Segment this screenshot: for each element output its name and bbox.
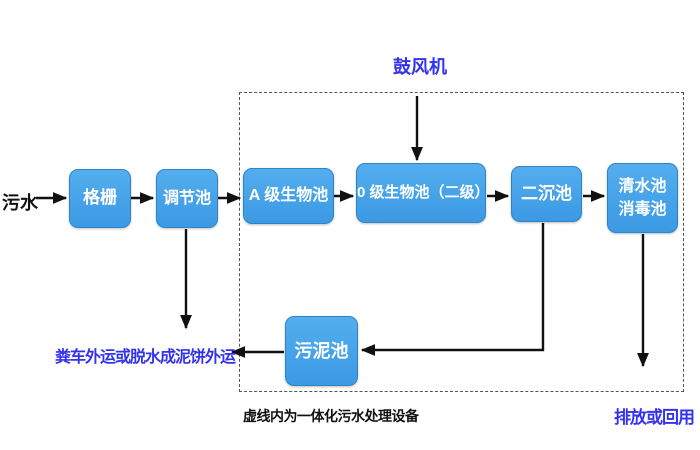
node-o-biological-tank: 0 级生物池（二级） [356, 163, 490, 223]
sludge-haulout-label: 粪车外运或脱水成泥饼外运 [55, 349, 236, 366]
node-clean-line2: 消毒池 [618, 201, 667, 218]
node-screen: 格栅 [69, 169, 131, 228]
node-sludge-tank: 污泥池 [285, 316, 358, 386]
node-regulating-label: 调节池 [162, 189, 211, 207]
node-sed-label: 二沉池 [521, 183, 572, 203]
node-sludge-label: 污泥池 [294, 340, 349, 361]
node-clean-water-disinfection-tank: 清水池 消毒池 [607, 163, 678, 233]
blower-label: 鼓风机 [393, 57, 447, 77]
node-a-biological-tank: A 级生物池 [243, 168, 334, 224]
arrow-sed-to-sludge [360, 223, 545, 356]
node-clean-line1: 清水池 [618, 177, 667, 195]
integrated-equipment-dashed-boundary [239, 92, 684, 392]
node-regulating-tank: 调节池 [156, 169, 218, 228]
node-o-bio-label: 0 级生物池（二级） [357, 184, 490, 202]
node-secondary-sedimentation-tank: 二沉池 [511, 166, 582, 222]
node-a-bio-label: A 级生物池 [248, 187, 329, 205]
influent-label: 污水 [2, 193, 38, 213]
node-screen-label: 格栅 [83, 188, 117, 208]
dashed-boundary-caption: 虚线内为一体化污水处理设备 [243, 408, 419, 424]
discharge-label: 排放或回用 [614, 408, 695, 427]
